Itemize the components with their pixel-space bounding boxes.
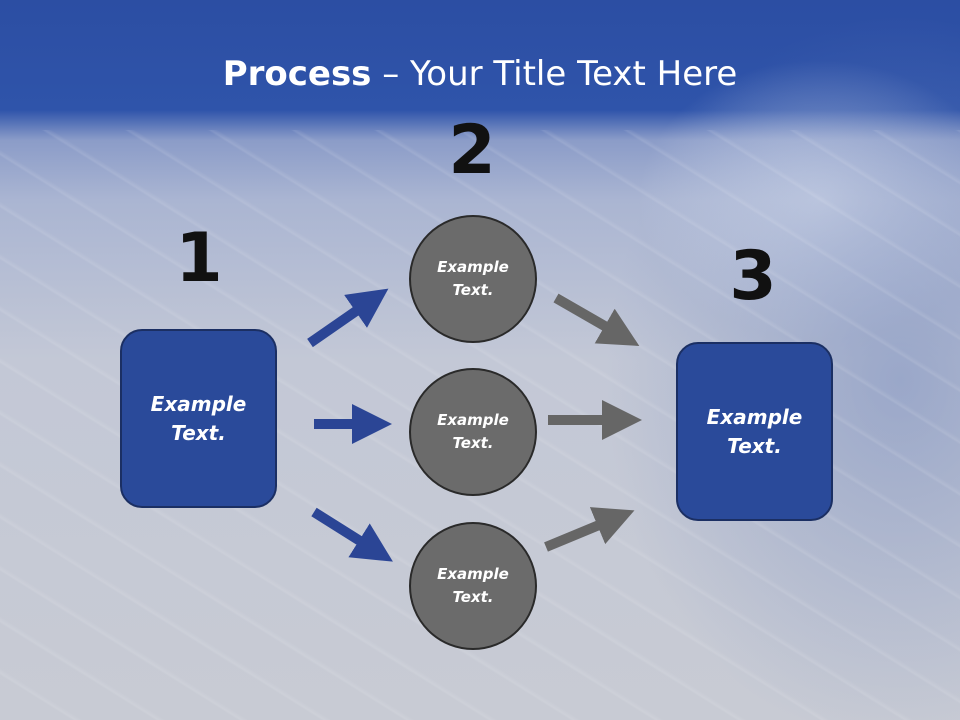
title-bold: Process [222,54,372,94]
circle-bottom-text: Example Text. [437,565,509,606]
circle-middle: Example Text. [409,368,537,496]
circle-middle-text: Example Text. [437,411,509,452]
circle-top-text: Example Text. [437,258,509,299]
circle-top: Example Text. [409,215,537,343]
step-box-1-text: Example Text. [150,391,247,445]
title-rest: – Your Title Text Here [371,54,738,94]
step-box-3-text: Example Text. [706,404,803,458]
circle-bottom: Example Text. [409,522,537,650]
step-number-2: 2 [448,111,496,190]
step-number-1: 1 [175,219,223,298]
arrow-gray-up [544,507,635,552]
step-box-3: Example Text. [676,342,833,521]
arrow-blue-up [307,288,389,348]
arrow-blue-down [311,507,393,562]
slide-title: Process – Your Title Text Here [0,52,960,96]
arrow-gray-down [553,293,640,346]
step-number-3: 3 [729,237,777,316]
step-box-1: Example Text. [120,329,277,508]
